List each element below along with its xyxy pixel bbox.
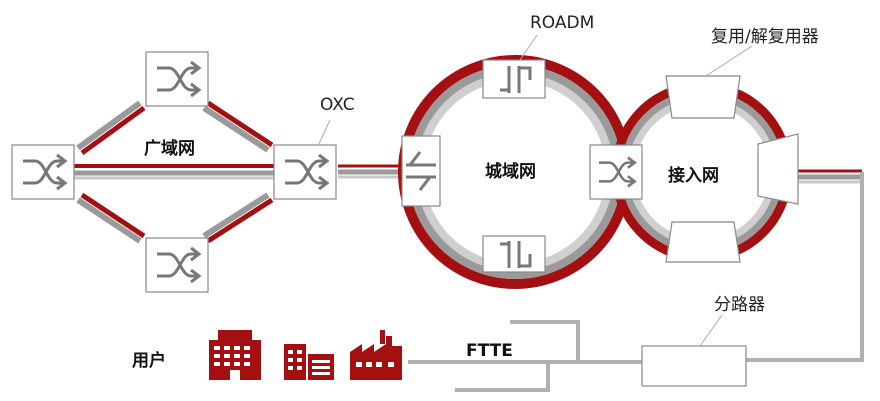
label-ftte: FTTE (466, 341, 513, 361)
label-splitter: 分路器 (714, 295, 765, 315)
apartment-icon (284, 344, 334, 380)
label-oxc: OXC (320, 95, 355, 115)
building-icon (209, 330, 261, 380)
splitter-box[interactable] (641, 345, 747, 387)
mux-top[interactable] (665, 75, 741, 119)
label-user: 用户 (132, 350, 166, 371)
factory-icon (350, 330, 402, 380)
switch-metro-access[interactable] (589, 144, 643, 200)
switch-wan-left[interactable] (11, 144, 75, 200)
label-mux: 复用/解复用器 (711, 27, 819, 47)
roadm-icon (500, 241, 532, 268)
label-roadm: ROADM (530, 13, 594, 33)
label-metro: 城域网 (485, 161, 536, 182)
switch-wan-bottom[interactable] (145, 237, 209, 293)
roadm-bottom[interactable] (482, 235, 546, 273)
roadm-left[interactable] (401, 135, 441, 207)
access-feeder-line (745, 169, 864, 362)
mux-right[interactable] (757, 133, 799, 205)
label-access: 接入网 (668, 165, 719, 186)
roadm-icon (500, 66, 532, 93)
label-wan: 广域网 (144, 138, 195, 159)
roadm-icon (406, 151, 436, 191)
roadm-top[interactable] (482, 59, 546, 99)
ftte-lines (408, 320, 642, 392)
switch-wan-top[interactable] (145, 51, 209, 107)
mux-bottom[interactable] (665, 221, 741, 263)
wan-links (70, 100, 402, 244)
callout-lines (317, 34, 753, 347)
switch-oxc[interactable] (273, 144, 337, 200)
